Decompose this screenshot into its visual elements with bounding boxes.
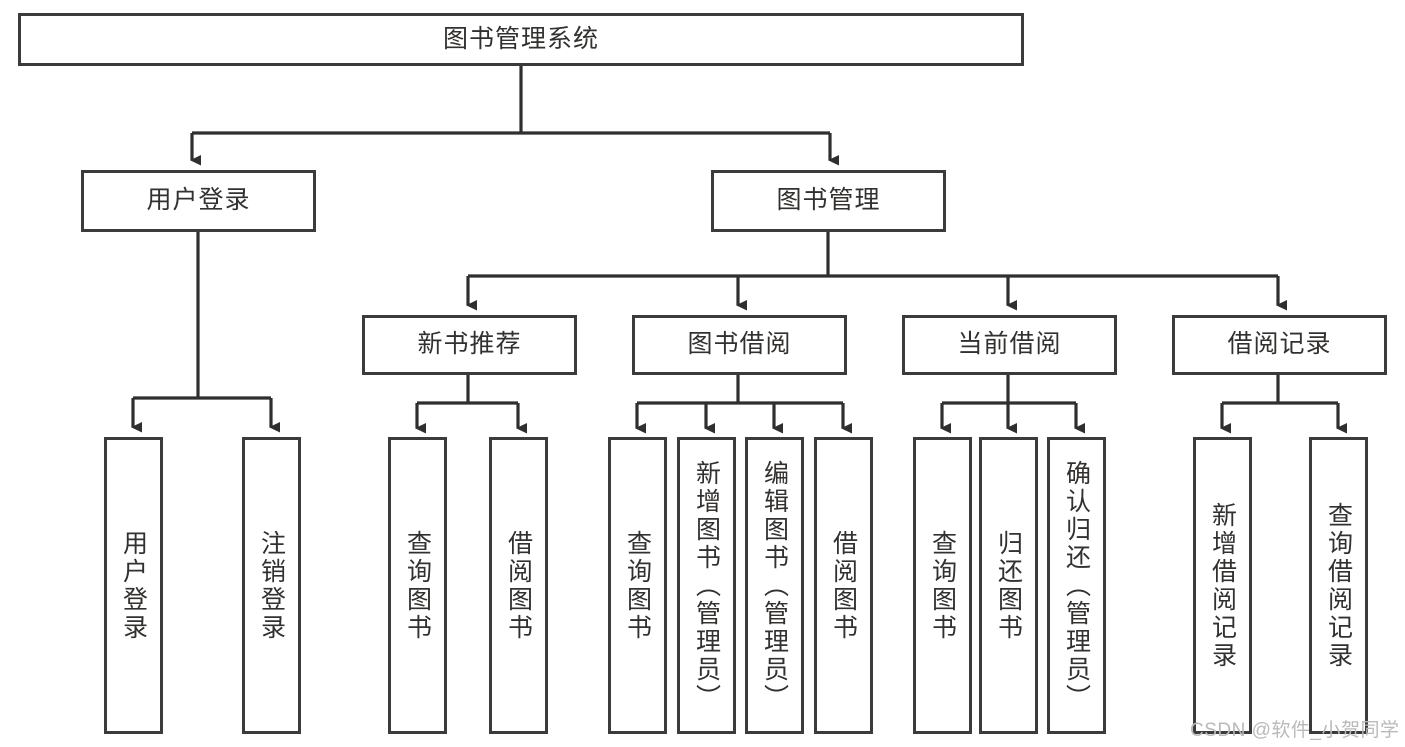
node-label: 查询借阅记录	[1324, 501, 1353, 670]
node-leaf-current-query-book[interactable]: 查询图书	[913, 437, 972, 734]
node-user-login[interactable]: 用户登录	[81, 170, 316, 232]
node-leaf-borrow-borrow-book[interactable]: 借阅图书	[814, 437, 873, 734]
node-label: 编辑图书（管理员）	[760, 459, 789, 712]
node-label: 新书推荐	[417, 330, 522, 359]
node-label: 注销登录	[257, 529, 286, 642]
node-label: 归还图书	[994, 529, 1023, 642]
node-leaf-current-confirm-return-admin[interactable]: 确认归还（管理员）	[1047, 437, 1106, 734]
node-root-book-management-system[interactable]: 图书管理系统	[18, 13, 1024, 66]
node-label: 图书借阅	[687, 330, 792, 359]
node-borrow-record[interactable]: 借阅记录	[1172, 315, 1387, 375]
node-new-book-recommend[interactable]: 新书推荐	[362, 315, 577, 375]
node-book-borrow[interactable]: 图书借阅	[632, 315, 847, 375]
node-current-borrow[interactable]: 当前借阅	[902, 315, 1117, 375]
watermark-text: CSDN @软件_小贺同学	[1190, 720, 1400, 741]
node-leaf-borrow-query-book[interactable]: 查询图书	[608, 437, 667, 734]
node-label: 查询图书	[928, 529, 957, 642]
node-leaf-user-login-signin[interactable]: 用户登录	[104, 437, 163, 734]
node-label: 用户登录	[146, 186, 251, 215]
node-leaf-record-add-record[interactable]: 新增借阅记录	[1193, 437, 1252, 734]
node-leaf-user-login-signout[interactable]: 注销登录	[242, 437, 301, 734]
node-label: 新增借阅记录	[1208, 501, 1237, 670]
node-label: 确认归还（管理员）	[1062, 459, 1091, 712]
node-leaf-current-return-book[interactable]: 归还图书	[979, 437, 1038, 734]
node-label: 借阅记录	[1227, 330, 1332, 359]
node-label: 当前借阅	[957, 330, 1062, 359]
node-leaf-borrow-edit-book-admin[interactable]: 编辑图书（管理员）	[745, 437, 804, 734]
node-leaf-recommend-borrow-book[interactable]: 借阅图书	[489, 437, 548, 734]
node-label: 借阅图书	[504, 529, 533, 642]
node-label: 借阅图书	[829, 529, 858, 642]
node-label: 新增图书（管理员）	[692, 459, 721, 712]
node-label: 查询图书	[403, 529, 432, 642]
node-label: 用户登录	[119, 529, 148, 642]
node-leaf-record-query-record[interactable]: 查询借阅记录	[1309, 437, 1368, 734]
node-label: 图书管理系统	[442, 24, 599, 53]
node-book-management[interactable]: 图书管理	[711, 170, 946, 232]
node-label: 图书管理	[776, 186, 881, 215]
node-leaf-recommend-query-book[interactable]: 查询图书	[388, 437, 447, 734]
node-leaf-borrow-add-book-admin[interactable]: 新增图书（管理员）	[677, 437, 736, 734]
node-label: 查询图书	[623, 529, 652, 642]
